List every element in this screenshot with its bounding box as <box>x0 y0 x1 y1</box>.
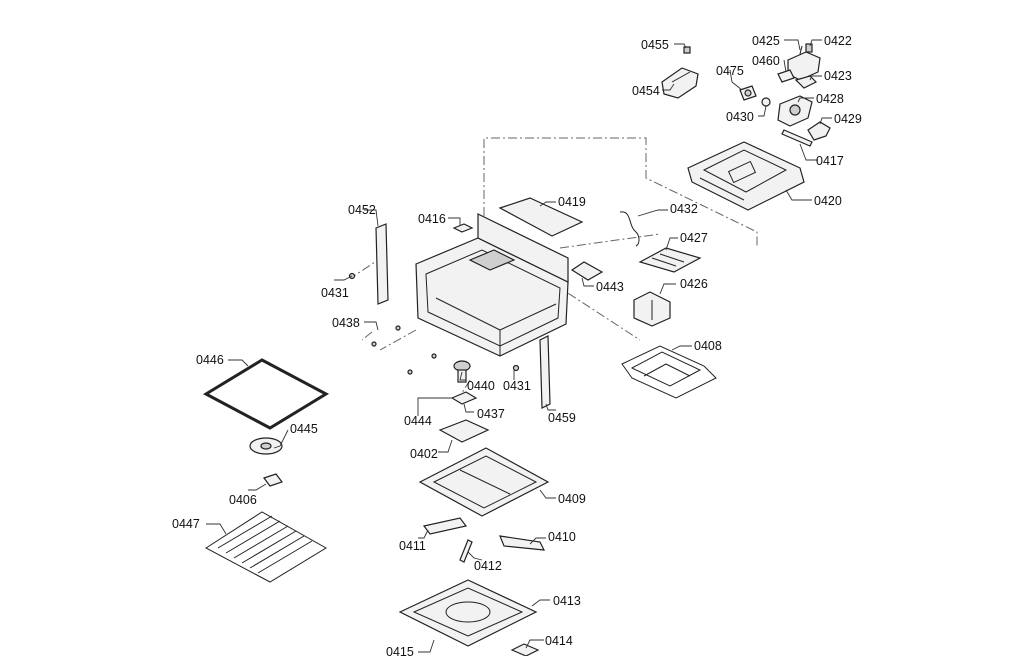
part-0432-cable <box>619 211 640 247</box>
part-0445-fan <box>249 437 283 455</box>
label-0408: 0408 <box>694 339 722 353</box>
label-0447: 0447 <box>172 517 200 531</box>
assembly-guide-lines <box>353 137 758 397</box>
part-0437-lamp-holder <box>450 391 478 405</box>
label-0431-left: 0431 <box>321 286 349 300</box>
label-0431-right: 0431 <box>503 379 531 393</box>
label-0454: 0454 <box>632 84 660 98</box>
oven-cavity <box>415 213 569 357</box>
label-0416: 0416 <box>418 212 446 226</box>
part-0455-clip <box>683 46 691 54</box>
part-0408-heating-element <box>621 345 717 399</box>
label-0438: 0438 <box>332 316 360 330</box>
label-0452: 0452 <box>348 203 376 217</box>
label-0445: 0445 <box>290 422 318 436</box>
part-0431-screw-right <box>512 364 520 372</box>
part-0412-pin <box>459 539 473 563</box>
part-0416-pad <box>452 223 474 233</box>
label-0410: 0410 <box>548 530 576 544</box>
part-0438-fasteners <box>371 325 437 375</box>
label-0417: 0417 <box>816 154 844 168</box>
part-labels: 0455 0454 0425 0422 0460 0475 0423 0428 … <box>172 34 862 656</box>
part-0443-pad <box>570 261 604 281</box>
part-0419-panel <box>498 197 584 237</box>
label-0430: 0430 <box>726 110 754 124</box>
label-0444: 0444 <box>404 414 432 428</box>
part-0422-clip <box>805 43 813 53</box>
label-0423: 0423 <box>824 69 852 83</box>
part-0426-bracket <box>633 291 671 327</box>
label-0414: 0414 <box>545 634 573 648</box>
part-0417-strip <box>781 129 813 147</box>
part-0402-cover <box>438 419 490 443</box>
label-0440: 0440 <box>467 379 495 393</box>
label-0411: 0411 <box>399 539 426 553</box>
part-0446-door-seal <box>202 358 330 430</box>
label-0412: 0412 <box>474 559 502 573</box>
part-0413-base-plate <box>398 579 538 647</box>
label-0437: 0437 <box>477 407 505 421</box>
leader-lines <box>206 39 832 653</box>
part-0428-fan-assembly <box>777 95 813 127</box>
label-0413: 0413 <box>553 594 581 608</box>
label-0475: 0475 <box>716 64 744 78</box>
label-0428: 0428 <box>816 92 844 106</box>
label-0425: 0425 <box>752 34 780 48</box>
part-0411-bracket <box>422 517 468 535</box>
label-0443: 0443 <box>596 280 624 294</box>
label-0429: 0429 <box>834 112 862 126</box>
part-0427-circuit-board <box>638 247 702 273</box>
label-0427: 0427 <box>680 231 708 245</box>
part-0409-bottom-frame <box>418 447 550 517</box>
part-0414-pad <box>510 643 540 656</box>
label-0406: 0406 <box>229 493 257 507</box>
part-0475-motor <box>739 85 757 101</box>
label-0446: 0446 <box>196 353 224 367</box>
label-0409: 0409 <box>558 492 586 506</box>
part-0459-front-rail <box>539 335 551 409</box>
part-0452-side-rail <box>375 223 389 305</box>
part-0410-bracket <box>499 535 546 551</box>
part-0447-oven-rack <box>205 511 327 583</box>
label-0460: 0460 <box>752 54 780 68</box>
label-0415: 0415 <box>386 645 414 656</box>
label-0419: 0419 <box>558 195 586 209</box>
label-0420: 0420 <box>814 194 842 208</box>
part-0440-knob <box>453 360 471 383</box>
label-0432: 0432 <box>670 202 698 216</box>
label-0422: 0422 <box>824 34 852 48</box>
label-0402: 0402 <box>410 447 438 461</box>
label-0426: 0426 <box>680 277 708 291</box>
part-0420-top-plate <box>687 141 805 211</box>
part-0429-bracket <box>807 121 831 141</box>
label-0455: 0455 <box>641 38 669 52</box>
part-0454-bracket <box>661 67 699 99</box>
part-0406-sensor <box>263 473 283 487</box>
label-0459: 0459 <box>548 411 576 425</box>
part-0430-washer <box>761 97 771 107</box>
